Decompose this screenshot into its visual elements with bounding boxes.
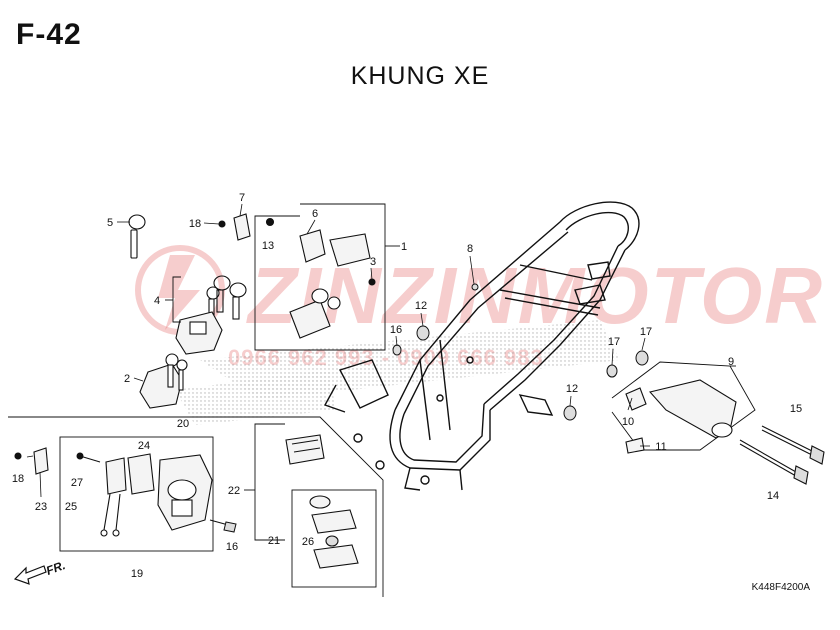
lock-body-part [175,311,223,355]
seat-lock-part [265,217,376,339]
leader-lines [26,203,650,498]
callout-3: 3 [370,256,376,268]
callout-2: 2 [124,373,130,385]
callout-27: 27 [71,477,83,489]
long-bolt-15 [761,425,825,465]
bracket-22-21 [244,423,285,541]
frame-body [323,201,640,491]
callout-12-upper: 12 [415,300,427,312]
callout-25: 25 [65,501,77,513]
callout-22: 22 [228,485,240,497]
callout-20: 20 [177,418,189,430]
callout-17-left: 17 [608,336,620,348]
callout-10: 10 [622,416,634,428]
callout-23: 23 [35,501,47,513]
long-bolt-14 [739,439,809,485]
page-title: KHUNG XE [350,62,490,90]
switch-body-24 [105,453,155,495]
callout-labels: 1 2 3 4 5 6 7 8 9 10 11 12 12 13 14 15 1… [12,192,802,580]
dotted-shading [175,320,620,425]
callout-17-right: 17 [640,326,652,338]
smart-unit-22 [285,434,325,465]
group-box-1 [254,203,400,351]
callout-13: 13 [262,240,274,252]
bracket-23 [14,447,49,475]
diagram-reference-code: K448F4200A [751,582,810,593]
callout-19: 19 [131,568,143,580]
group-box-21 [291,489,377,588]
callout-12-lower: 12 [566,383,578,395]
small-bracket-7 [218,213,251,241]
callout-9: 9 [728,356,734,368]
callout-24: 24 [138,440,150,452]
callout-1: 1 [401,241,407,253]
collar-12-upper [416,325,430,341]
page-code: F-42 [16,18,82,51]
key-fob-part [309,495,359,569]
hanger-bracket-part [625,379,737,454]
callout-8: 8 [467,243,473,255]
collar-17 [606,350,649,378]
collar-12-lower [563,405,577,421]
callout-15: 15 [790,403,802,415]
key-blank-part [128,214,146,259]
screw-27 [76,452,101,463]
group-box-19 [59,436,214,552]
callout-26: 26 [302,536,314,548]
control-unit-part [157,454,233,531]
callout-7: 7 [239,192,245,204]
bracket-4 [165,276,181,323]
callout-14: 14 [767,490,779,502]
callout-16-upper: 16 [390,324,402,336]
bolt-16-lower [223,521,237,533]
callout-4: 4 [154,295,160,307]
bolt-16-upper [392,344,402,356]
ignition-switch-part [139,353,188,409]
callout-18-upper: 18 [189,218,201,230]
callout-6: 6 [312,208,318,220]
callout-21: 21 [268,535,280,547]
callout-18-lower: 18 [12,473,24,485]
nut-8 [471,283,479,291]
section-divider [8,416,384,597]
front-arrow-icon [13,565,47,585]
callout-11: 11 [655,441,666,453]
callout-16-lower: 16 [226,541,238,553]
cable-25 [100,493,121,537]
watermark-brand: ZINZINMOTOR [248,251,825,340]
callout-5: 5 [107,217,113,229]
